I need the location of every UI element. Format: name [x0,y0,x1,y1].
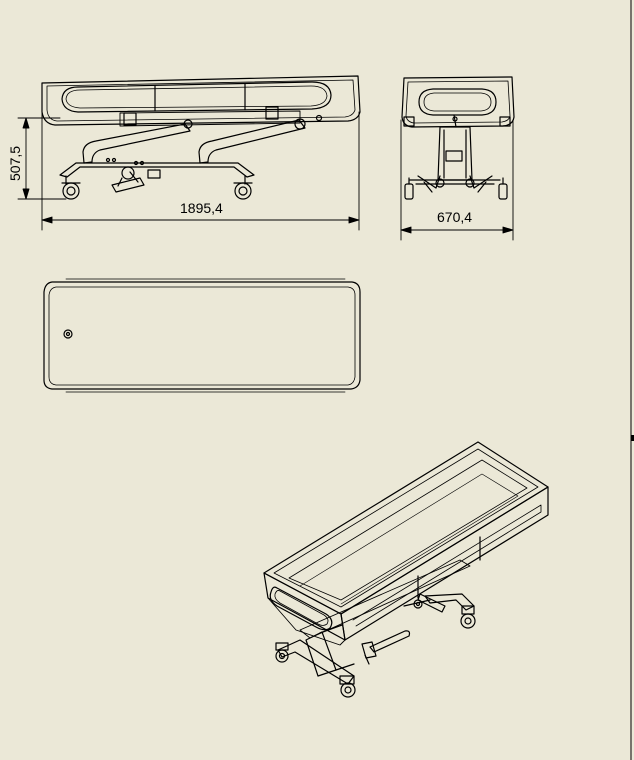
iso-caster-front-left [275,642,289,663]
width-dimension-text: 670,4 [437,209,472,225]
isometric-view [263,441,549,698]
side-view: 1895,4 507,5 [7,75,361,231]
height-dimension [17,117,67,200]
top-view-drain [63,329,73,339]
length-dimension-text: 1895,4 [180,200,223,216]
length-dimension [41,111,360,231]
end-view-window [418,88,497,116]
height-dimension-text: 507,5 [7,146,23,181]
top-view-tub-outline [43,281,361,390]
side-view-caster-right [233,175,253,200]
iso-caster-back-left [413,599,423,609]
side-view-base [59,162,255,178]
side-view-caster-left [61,175,81,200]
sheet-edge-mark [631,435,634,441]
iso-foot-pedal [369,630,411,653]
end-view-caster-right [498,177,508,200]
iso-tub-side [340,486,549,641]
end-view: 670,4 [400,76,515,241]
end-view-caster-left [404,177,414,200]
top-view [43,278,361,393]
end-view-lift-column [437,126,473,181]
width-dimension [400,119,514,241]
iso-end-window [269,586,333,631]
iso-caster-back-right [460,605,476,629]
iso-base [277,639,355,685]
side-view-window [61,81,332,113]
iso-caster-front-right [339,675,356,698]
iso-tub-rim [263,441,549,615]
side-view-lift-arm [82,123,191,164]
